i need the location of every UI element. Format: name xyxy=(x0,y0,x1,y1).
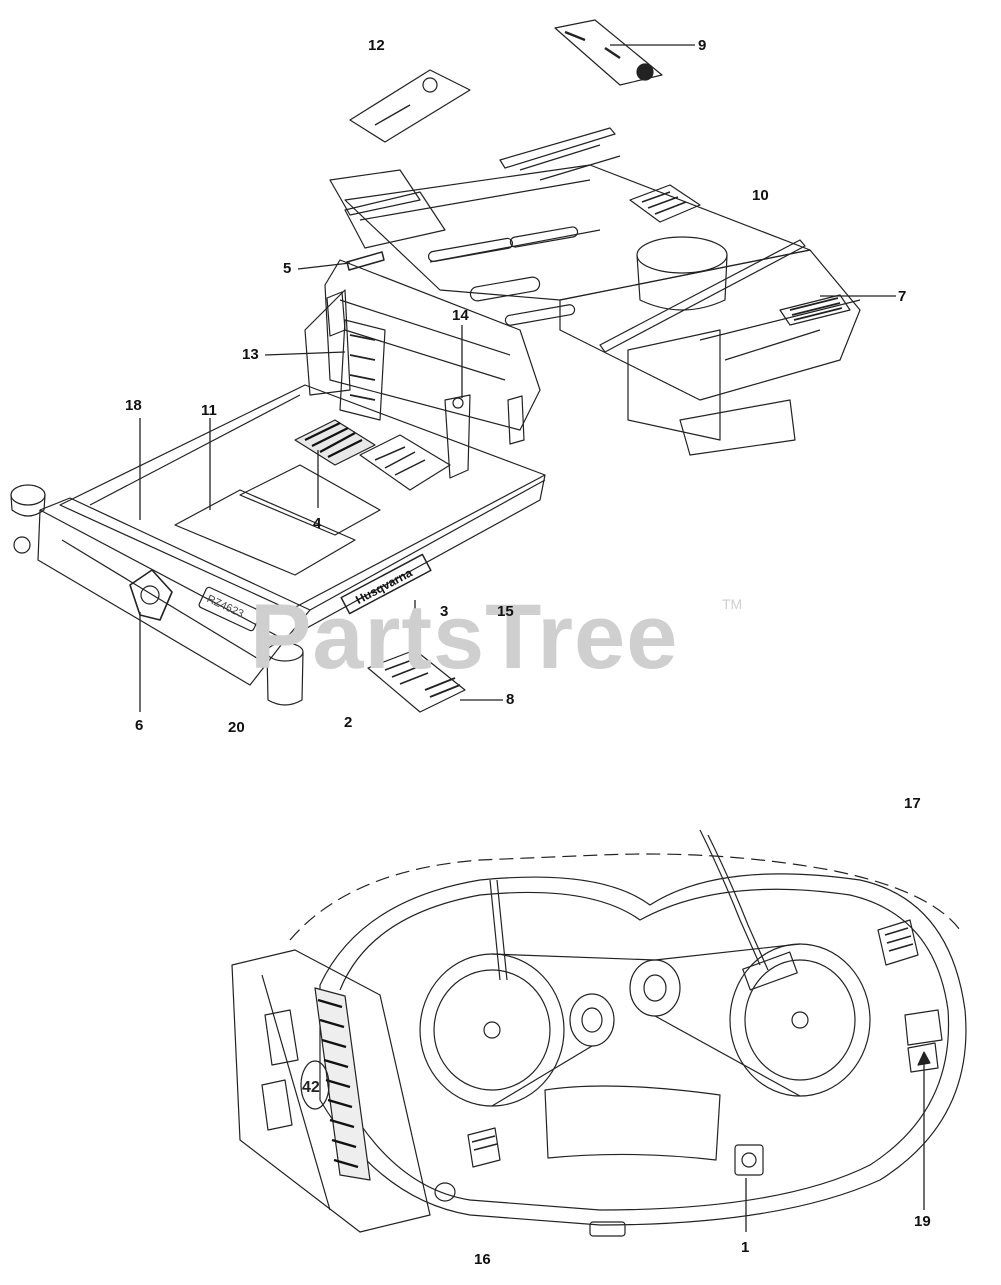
chassis-assembly: RZ4623 Husqvarna xyxy=(11,20,860,712)
decal-9 xyxy=(555,20,662,85)
callout-8: 8 xyxy=(506,691,515,708)
callout-15: 15 xyxy=(497,603,514,620)
callout-5: 5 xyxy=(283,260,292,277)
deck-size-text: 42 xyxy=(302,1079,320,1096)
callout-4: 4 xyxy=(313,515,322,532)
callout-14: 14 xyxy=(452,307,469,324)
deck-warning-strip xyxy=(315,988,370,1180)
mower-deck: 42 xyxy=(232,830,966,1236)
callout-11: 11 xyxy=(201,402,217,419)
decal-13 xyxy=(340,320,385,420)
watermark-text: PartsTree xyxy=(250,586,679,688)
callout-12: 12 xyxy=(368,37,385,54)
callout-19: 19 xyxy=(914,1213,931,1230)
decal-1 xyxy=(735,1145,763,1175)
decal-8 xyxy=(368,650,465,712)
callout-2: 2 xyxy=(344,714,353,731)
leader-lines-bottom xyxy=(746,1062,924,1232)
callout-20: 20 xyxy=(228,719,245,736)
decal-12 xyxy=(350,70,470,142)
callout-17: 17 xyxy=(904,795,921,812)
callout-9: 9 xyxy=(698,37,707,54)
callout-13: 13 xyxy=(242,346,259,363)
callout-16: 16 xyxy=(474,1251,491,1268)
callout-6: 6 xyxy=(135,717,144,734)
callout-10: 10 xyxy=(752,187,769,204)
decal-4 xyxy=(295,420,450,490)
decal-10 xyxy=(630,185,700,222)
callout-3: 3 xyxy=(440,603,449,620)
callout-1: 1 xyxy=(741,1239,750,1256)
leader-lines-top xyxy=(140,45,896,712)
callout-18: 18 xyxy=(125,397,142,414)
decal-7 xyxy=(780,295,850,325)
callout-7: 7 xyxy=(898,288,907,305)
watermark-trademark: TM xyxy=(722,596,743,612)
model-decal-text: RZ4623 xyxy=(205,593,246,620)
